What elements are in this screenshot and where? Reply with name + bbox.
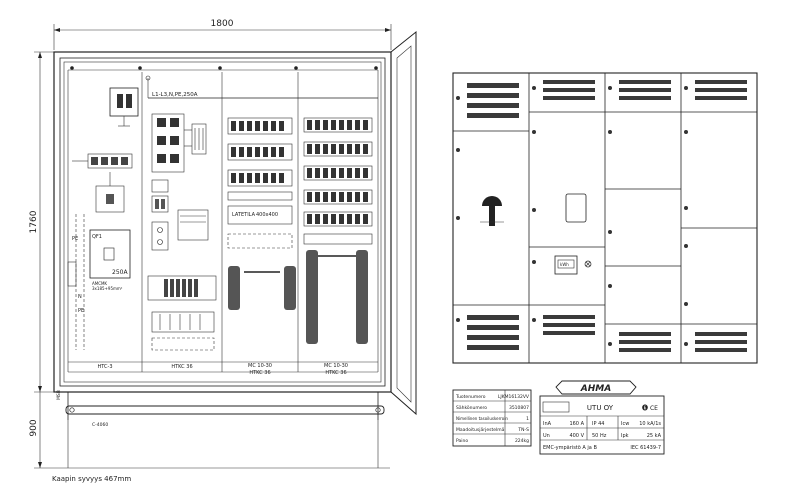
cable-duct (228, 266, 240, 310)
np-value-factor: 1 (526, 416, 529, 422)
np-cell-ina-label: InA (543, 421, 552, 427)
height-dimension: 1760 (29, 210, 39, 233)
brand-logo: AHMA (580, 384, 611, 394)
np-cell-icw-value: 10 kA/1s (639, 421, 661, 427)
np-cell-freq-label: 50 Hz (592, 433, 607, 439)
main-breaker-qf1 (89, 229, 131, 279)
meter-window (554, 255, 578, 275)
qf1-label: QF1 (92, 234, 102, 240)
emc-text: EMC-ympäristö A ja B (543, 445, 597, 451)
fuse-grid-col4 (303, 117, 373, 245)
np-cell-ipk-value: 25 kA (647, 433, 662, 439)
latetila-label: LATETILA (232, 212, 256, 218)
cable-type: AMCMK (92, 281, 107, 286)
np-cell-ip-label: IP 44 (592, 421, 604, 427)
plinth-rail (65, 405, 385, 415)
np-value-electrical: 3510807 (509, 405, 529, 411)
door-window (565, 193, 587, 223)
door-screws (456, 86, 688, 346)
np-label-electrical: Sähkönumero (456, 405, 487, 411)
latetila-area (227, 205, 293, 225)
np-label-factor: Nimellinen tasoiluskerroin (456, 416, 508, 421)
np-value-earthing: TN-S (517, 427, 529, 433)
np-cell-ina-value: 160 A (569, 421, 584, 427)
side-label: MSB (56, 390, 62, 400)
meter-label: kWh (560, 262, 569, 267)
front-view: 1800 1760 900 L1-L3,N,PE,250A (29, 19, 417, 483)
din-label-col1: HTC-3 (98, 364, 113, 370)
din-label-col4-top: MC 10-30 (324, 363, 348, 369)
latetila-size: 400x400 (256, 212, 278, 218)
np-label-weight: Paino (456, 438, 468, 444)
nameplate-right: AHMA UTU OY 🅔 CE InA 160 A IP 44 Icw 10 … (539, 380, 665, 455)
main-switch-handle (480, 196, 504, 226)
nameplate-left: Tuotenumero LJKM16132VV Sähkönumero 3510… (452, 389, 532, 447)
n-label: N (78, 294, 82, 300)
width-dimension: 1800 (211, 19, 234, 29)
pe2-label: PE (78, 308, 84, 314)
np-label-product: Tuotenumero (455, 394, 486, 400)
din-label-col3-top: MC 10-30 (248, 363, 272, 369)
company-name: UTU OY (587, 404, 614, 412)
c4060-label: C-4060 (92, 422, 108, 428)
plinth-dimension: 900 (29, 419, 39, 436)
np-label-earthing: Maadoitusjärjestelmä (456, 427, 505, 433)
din-label-col3-bot: HTKC 36 (249, 370, 270, 376)
np-cell-icw-label: Icw (621, 421, 629, 427)
busbar-label: L1-L3,N,PE,250A (152, 92, 198, 98)
cable-size: 3x185+95mm² (92, 286, 123, 291)
door-view: kWh (452, 72, 758, 364)
np-cell-ipk-label: Ipk (621, 433, 629, 439)
np-cell-un-value: 400 V (569, 433, 584, 439)
din-label-col2: HTKC 36 (171, 364, 192, 370)
np-value-product: LJKM16132VV (498, 394, 530, 400)
certification-marks: 🅔 CE (642, 404, 658, 412)
np-value-weight: 224kg (515, 438, 529, 444)
standard-text: IEC 61439-7 (630, 445, 661, 451)
qf1-rating: 250A (112, 269, 128, 276)
np-cell-un-label: Un (543, 433, 550, 439)
terminal-row-left (72, 153, 133, 169)
depth-note: Kaapin syvyys 467mm (52, 475, 131, 483)
pe-label: PE (72, 236, 78, 242)
surge-arrester (109, 87, 139, 117)
fuse-grid-col3 (227, 117, 293, 201)
indicator-lamp-icon (584, 260, 592, 268)
din-label-col4-bot: HTKC 36 (325, 370, 346, 376)
vent-grilles (467, 80, 747, 352)
